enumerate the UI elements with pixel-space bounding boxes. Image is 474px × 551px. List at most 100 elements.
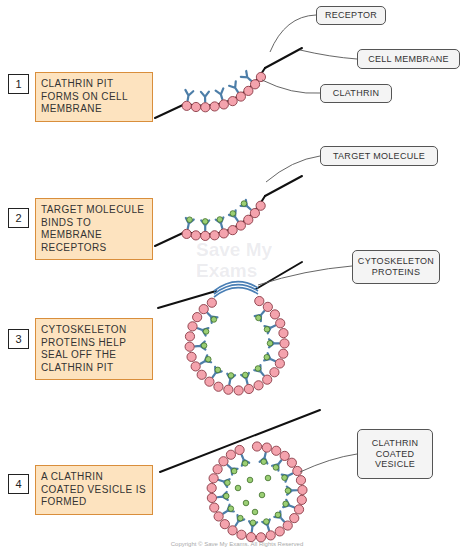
receptor-symbol <box>272 460 281 470</box>
step-box: A CLATHRIN COATED VESICLE IS FORMED <box>35 465 153 515</box>
node-text: CYTOSKELETON PROTEINS HELP SEAL OFF THE … <box>41 324 147 374</box>
clathrin-dot <box>210 102 219 111</box>
clathrin-dot <box>191 102 200 111</box>
receptor-symbol <box>236 515 245 526</box>
clathrin-dot <box>182 101 191 110</box>
callout-tag: CLATHRIN <box>320 84 392 103</box>
target-molecule <box>261 459 267 465</box>
callout-tag: CYTOSKELETON PROTEINS <box>352 250 440 284</box>
target-molecule <box>273 465 279 471</box>
node-text: TARGET MOLECULE BINDS TO MEMBRANE RECEPT… <box>41 204 147 254</box>
node-text: 4 <box>15 478 21 490</box>
clathrin-dot <box>246 533 255 542</box>
target-molecule <box>283 501 289 507</box>
clathrin-dot <box>228 97 237 106</box>
clathrin-dot <box>185 342 194 351</box>
target-molecule <box>202 219 208 225</box>
node-text: CLATHRIN COATED VESICLE <box>362 438 428 470</box>
clathrin-dot <box>193 313 202 322</box>
target-molecule <box>247 477 253 483</box>
cytoskeleton-protein <box>214 282 258 291</box>
clathrin-dot <box>297 495 306 504</box>
step-box: TARGET MOLECULE BINDS TO MEMBRANE RECEPT… <box>35 198 153 260</box>
target-molecule <box>238 515 244 521</box>
target-molecule <box>225 480 231 486</box>
step-number: 4 <box>8 474 29 494</box>
clathrin-dot <box>263 375 272 384</box>
clathrin-dot <box>263 302 272 311</box>
cell-membrane-line <box>256 262 302 289</box>
clathrin-dot <box>298 485 307 494</box>
clathrin-dot <box>219 457 228 466</box>
node-text: CLATHRIN <box>333 88 380 99</box>
receptor-symbol <box>283 500 294 508</box>
clathrin-dot <box>279 329 288 338</box>
target-molecule <box>255 366 261 372</box>
target-molecule <box>264 519 270 525</box>
cell-membrane-line <box>265 176 302 196</box>
clathrin-dot <box>270 368 279 377</box>
clathrin-dot <box>256 533 265 542</box>
node-text: 2 <box>15 212 21 224</box>
clathrin-dot <box>234 386 243 395</box>
clathrin-dot <box>256 201 265 210</box>
target-molecule <box>265 475 271 481</box>
step-box: CYTOSKELETON PROTEINS HELP SEAL OFF THE … <box>35 318 153 380</box>
clathrin-dot <box>228 226 237 235</box>
target-molecule <box>203 329 209 335</box>
target-molecule <box>231 468 237 474</box>
clathrin-dot <box>207 483 216 492</box>
clathrin-dot <box>210 231 219 240</box>
target-molecule <box>201 343 207 349</box>
clathrin-dot <box>276 319 285 328</box>
target-molecule <box>223 493 229 499</box>
target-molecule <box>215 367 221 373</box>
clathrin-dot <box>283 521 292 530</box>
leader-line <box>300 50 357 59</box>
clathrin-dot <box>287 458 296 467</box>
callout-tag: CLATHRIN COATED VESICLE <box>357 429 433 479</box>
copyright-note: Copyright © Save My Exams. All Rights Re… <box>137 541 337 547</box>
target-molecule <box>228 506 234 512</box>
receptor-symbol <box>241 200 251 210</box>
receptor-symbol <box>254 365 263 375</box>
clathrin-dot <box>207 493 216 502</box>
target-molecule <box>228 373 234 379</box>
node-text: CLATHRIN PIT FORMS ON CELL MEMBRANE <box>41 78 147 116</box>
clathrin-dot <box>191 231 200 240</box>
cell-membrane-line <box>155 232 185 246</box>
clathrin-dot <box>228 526 237 535</box>
target-molecule <box>275 512 281 518</box>
receptor-symbol <box>201 92 209 102</box>
leader-line <box>262 80 320 93</box>
clathrin-dot <box>255 296 264 305</box>
clathrin-dot <box>188 322 197 331</box>
target-molecule <box>242 461 248 467</box>
clathrin-dot <box>279 349 288 358</box>
watermark: Save My Exams <box>196 240 276 282</box>
receptor-symbol <box>242 455 250 466</box>
receptor-symbol <box>262 519 270 530</box>
callout-tag: RECEPTOR <box>316 6 386 25</box>
leader-line <box>258 266 352 285</box>
target-molecule <box>267 340 273 346</box>
receptor-symbol <box>200 355 211 363</box>
clathrin-dot <box>224 385 233 394</box>
receptor-symbol <box>208 313 218 323</box>
clathrin-dot <box>182 229 191 238</box>
clathrin-dot <box>187 352 196 361</box>
target-molecule <box>217 217 223 223</box>
receptor-symbol <box>255 311 265 321</box>
node-text: 3 <box>15 333 21 345</box>
target-molecule <box>252 509 258 515</box>
target-molecule <box>250 520 256 526</box>
clathrin-dot <box>293 466 302 475</box>
clathrin-dot <box>256 72 265 81</box>
target-molecule <box>264 327 270 333</box>
clathrin-dot <box>290 513 299 522</box>
clathrin-dot <box>214 382 223 391</box>
clathrin-dot <box>199 305 208 314</box>
node-text: A CLATHRIN COATED VESICLE IS FORMED <box>41 471 147 509</box>
clathrin-dot <box>275 527 284 536</box>
receptor-symbol <box>213 367 222 377</box>
